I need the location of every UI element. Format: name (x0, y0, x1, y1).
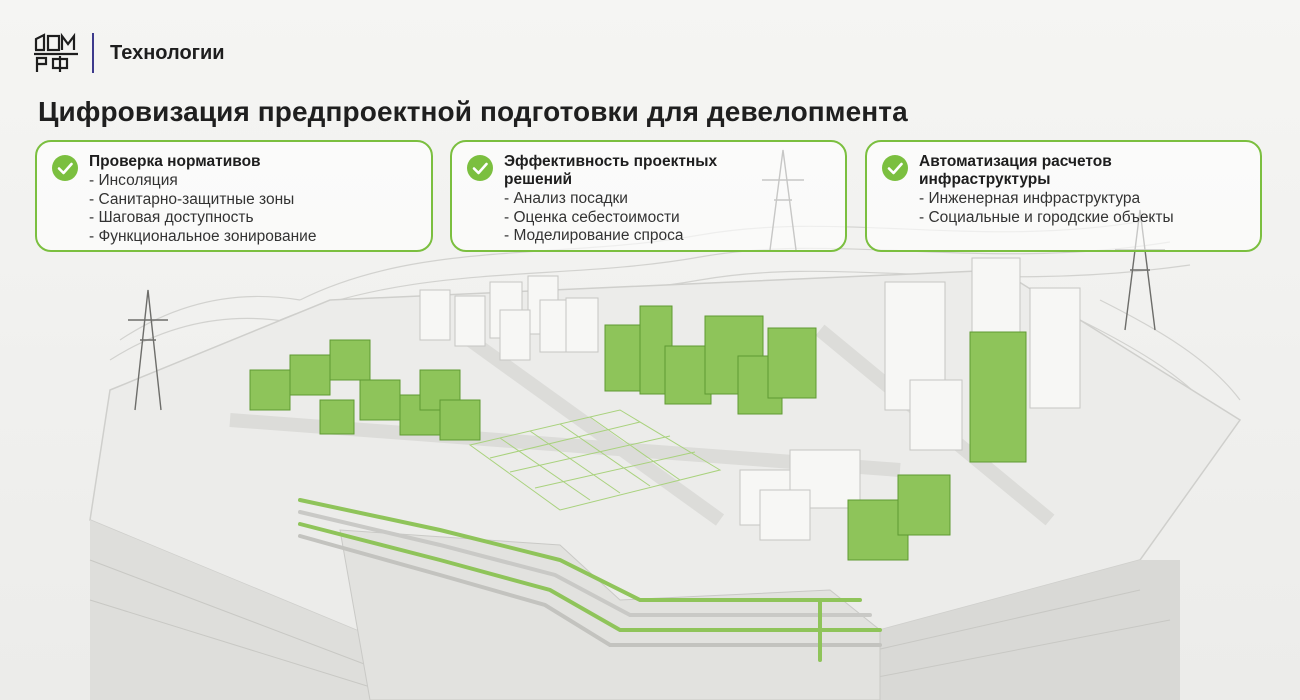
card-title: Автоматизация расчетов инфраструктуры (919, 153, 1112, 188)
card-title: Проверка нормативов (89, 153, 261, 170)
card-items: - Инсоляция - Санитарно-защитные зоны - … (89, 172, 316, 246)
list-item: - Шаговая доступность (89, 209, 254, 226)
page-title: Цифровизация предпроектной подготовки дл… (38, 96, 908, 127)
list-item: - Инсоляция (89, 172, 178, 189)
list-item: - Социальные и городские объекты (919, 208, 1174, 226)
list-item: - Функциональное зонирование (89, 227, 317, 245)
card-standards-check: Проверка нормативов - Инсоляция - Санита… (35, 140, 433, 252)
header: Технологии (34, 30, 225, 76)
list-item: - Оценка себестоимости (504, 208, 680, 226)
card-items: - Анализ посадки - Оценка себестоимости … (504, 190, 684, 246)
card-items: - Инженерная инфраструктура - Социальные… (919, 190, 1174, 227)
check-icon (52, 155, 78, 181)
header-divider (92, 33, 94, 73)
check-icon (882, 155, 908, 181)
check-icon (467, 155, 493, 181)
card-title: Эффективность проектных решений (504, 153, 718, 188)
list-item: - Анализ посадки (504, 190, 628, 207)
section-name: Технологии (110, 41, 225, 64)
list-item: - Моделирование спроса (504, 227, 684, 244)
list-item: - Санитарно-защитные зоны (89, 190, 295, 208)
card-infrastructure-automation: Автоматизация расчетов инфраструктуры - … (865, 140, 1262, 252)
card-design-efficiency: Эффективность проектных решений - Анализ… (450, 140, 847, 252)
dom-rf-logo[interactable] (34, 32, 78, 74)
list-item: - Инженерная инфраструктура (919, 190, 1141, 207)
